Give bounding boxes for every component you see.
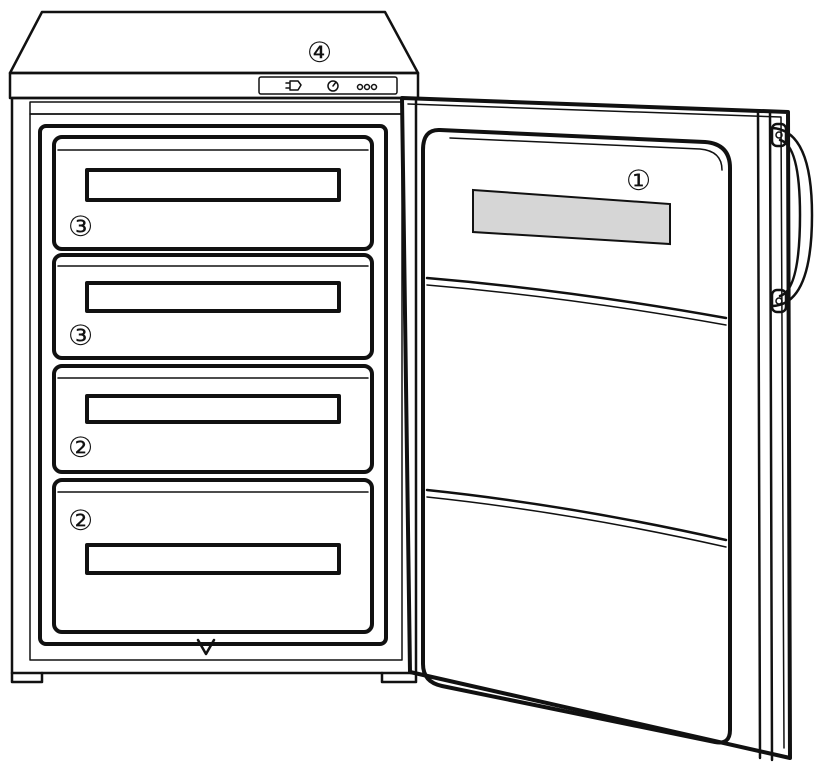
callout-door-shelf: ① — [626, 164, 651, 197]
door-label — [472, 188, 671, 246]
thermostat-dial-icon — [327, 80, 339, 92]
door-handle — [770, 122, 814, 314]
drawer-third — [52, 364, 374, 474]
callout-drawer-upper: ③ — [68, 210, 93, 243]
control-panel — [258, 76, 398, 95]
indicator-lights-icon — [356, 83, 378, 91]
inner-liner — [38, 124, 388, 646]
callout-drawer-third: ② — [68, 431, 93, 464]
callout-control-panel: ④ — [307, 36, 332, 69]
lamp-icon — [285, 80, 302, 91]
cabinet-body — [10, 96, 418, 684]
callout-drawer-bottom: ② — [68, 504, 93, 537]
freezer-door — [400, 96, 792, 762]
drawer-upper — [52, 135, 374, 251]
drawer-second — [52, 253, 374, 360]
drawer-bottom — [52, 478, 374, 634]
callout-drawer-second: ③ — [68, 319, 93, 352]
liner-drain-notch — [196, 638, 216, 656]
cabinet-top — [8, 10, 420, 100]
